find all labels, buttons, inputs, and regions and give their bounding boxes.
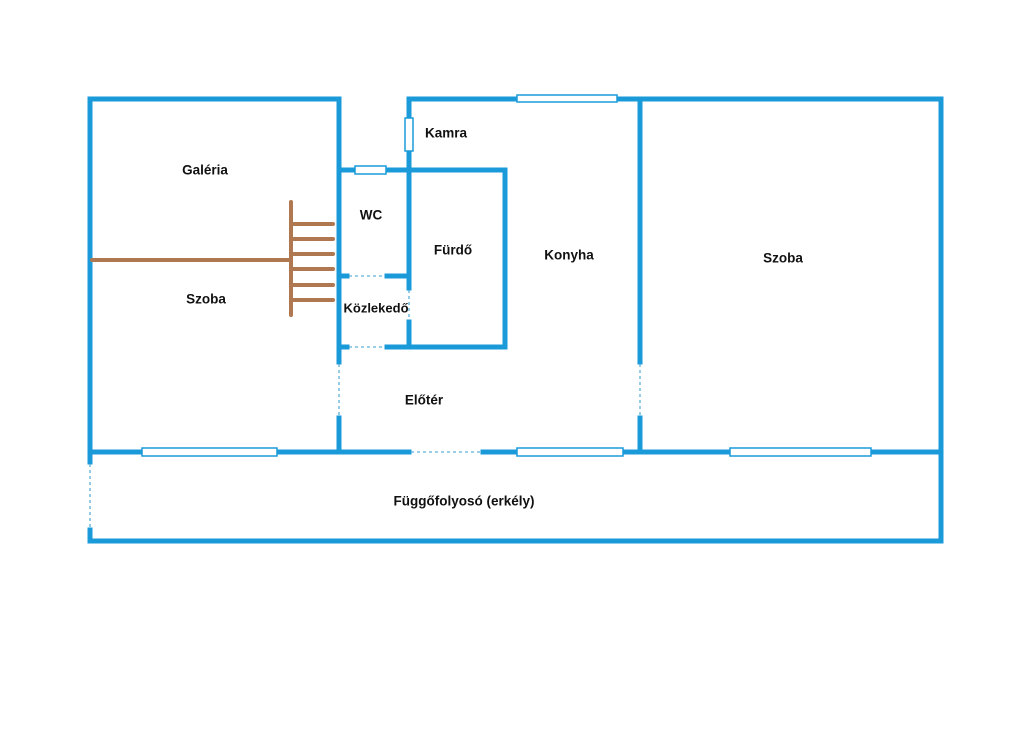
window <box>354 165 387 175</box>
window <box>729 447 872 457</box>
room-label-furdo: Fürdő <box>433 242 473 258</box>
window <box>141 447 278 457</box>
room-label-kozlekedo: Közlekedő <box>343 300 409 316</box>
room-label-kamra: Kamra <box>424 125 468 141</box>
window <box>404 117 414 152</box>
window <box>516 94 618 103</box>
room-label-galeria: Galéria <box>182 162 228 178</box>
room-label-wc: WC <box>359 207 383 223</box>
openings <box>89 275 641 528</box>
stairs <box>90 200 335 317</box>
windows <box>141 94 872 457</box>
room-label-szoba-left: Szoba <box>186 291 226 307</box>
room-label-eloter: Előtér <box>404 392 444 408</box>
window <box>516 447 624 457</box>
room-label-fuggofolyoso: Függőfolyosó (erkély) <box>393 493 535 509</box>
room-label-szoba-right: Szoba <box>763 250 803 266</box>
room-label-konyha: Konyha <box>544 247 594 263</box>
